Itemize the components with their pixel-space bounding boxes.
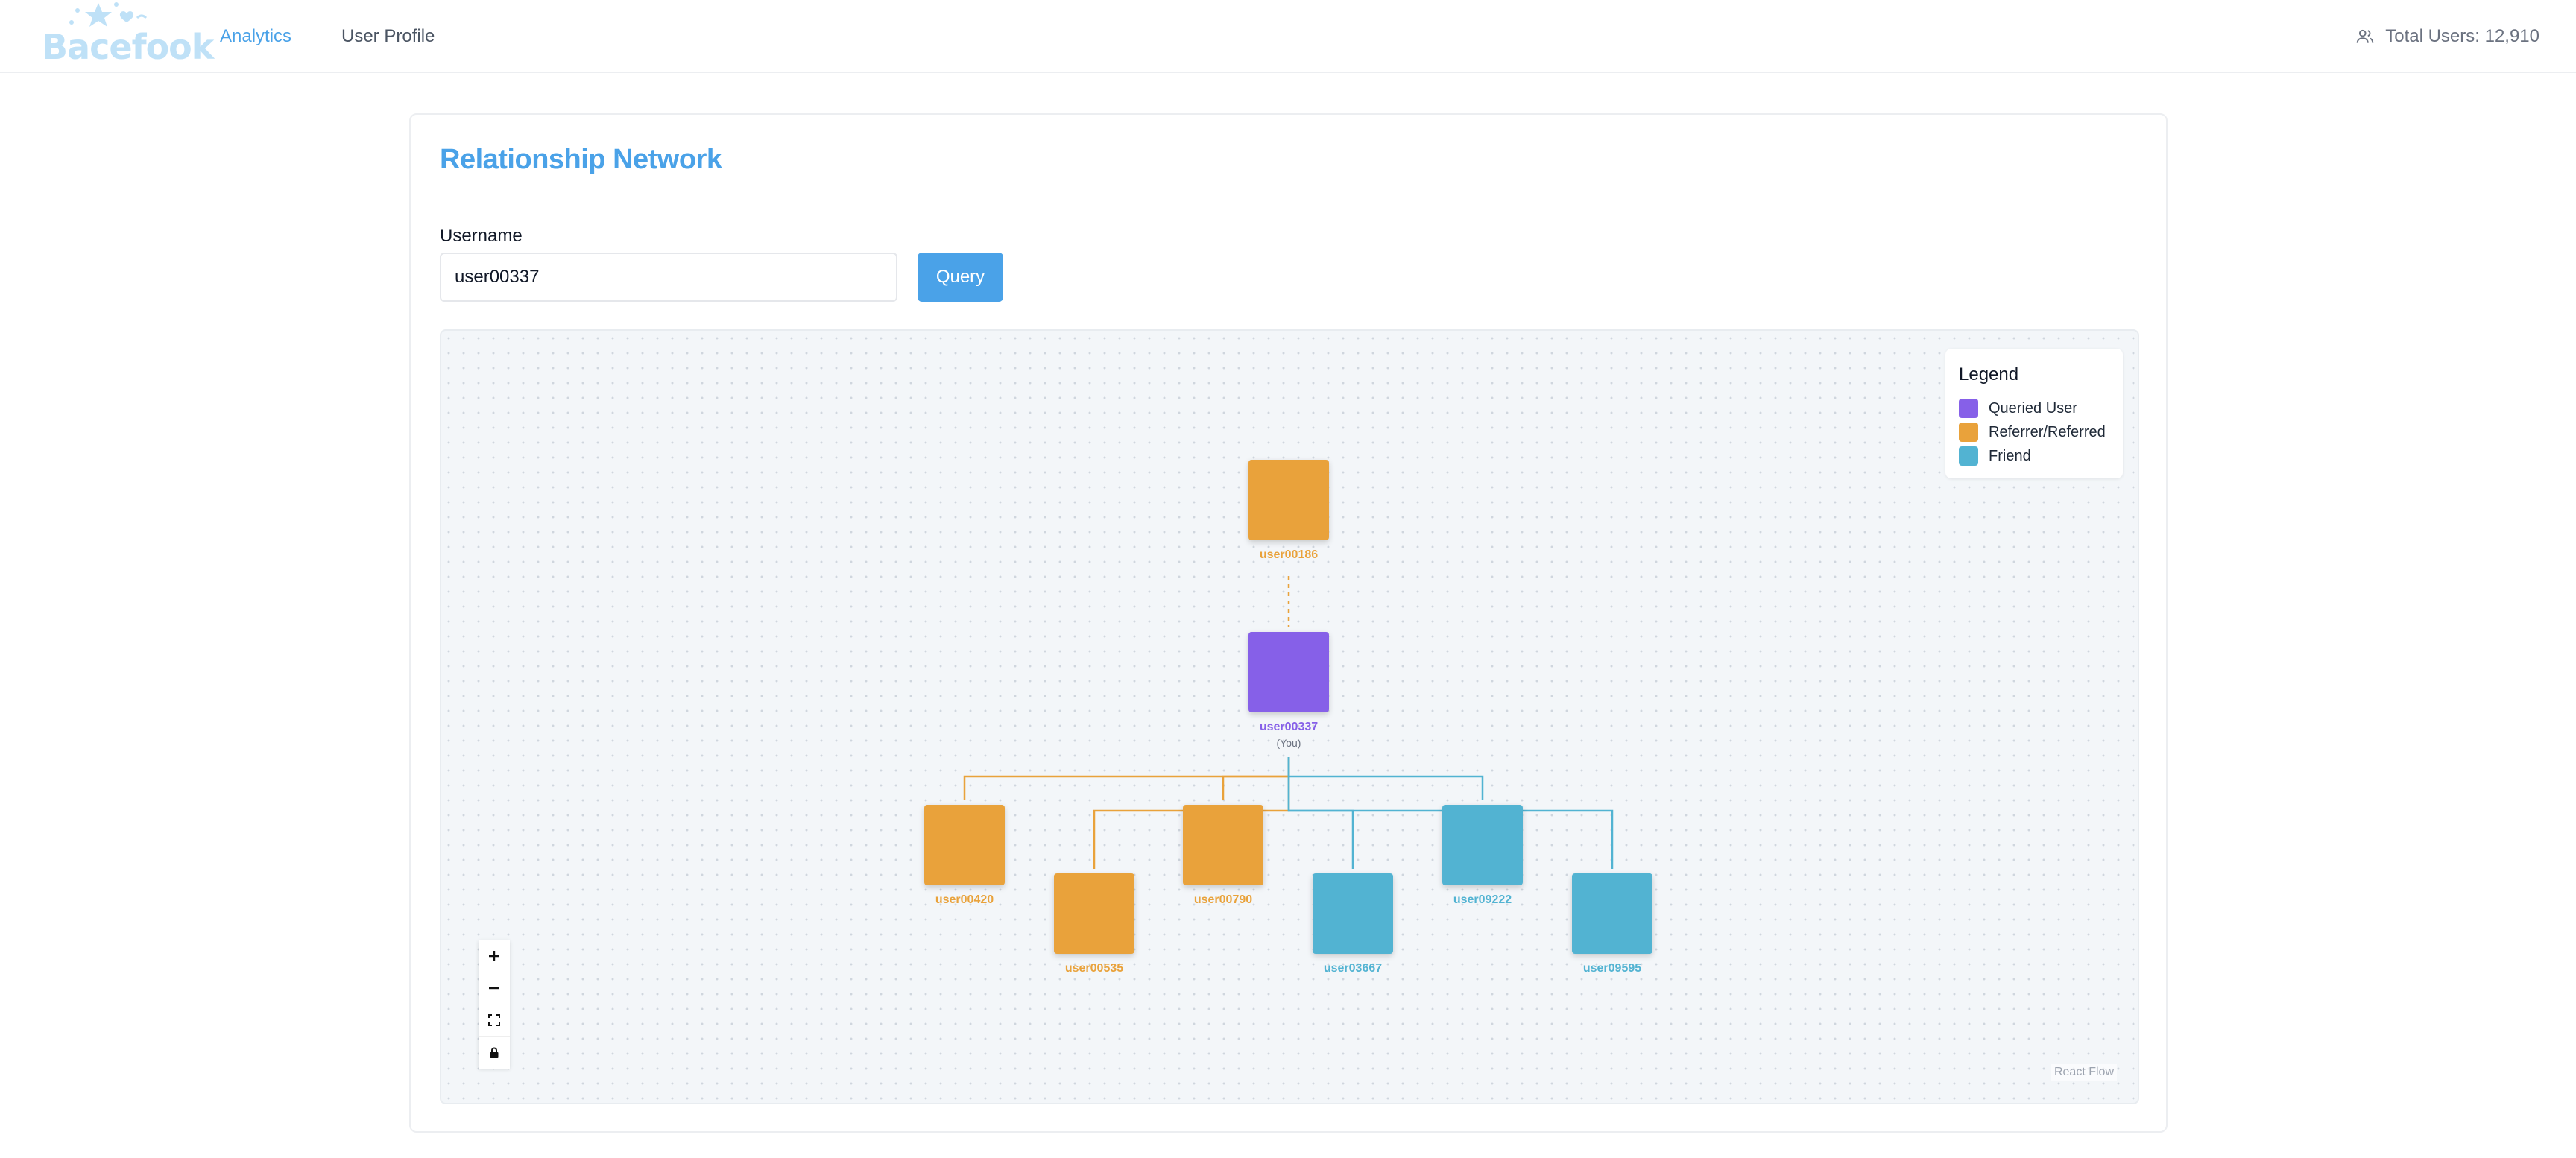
relationship-network-card: Relationship Network Username Query user…: [409, 113, 2168, 1133]
graph-node-label: user00337: [1259, 721, 1319, 733]
react-flow-attribution[interactable]: React Flow: [2051, 1064, 2117, 1081]
graph-node-user00337[interactable]: [1248, 632, 1329, 712]
edge-user00337-user09222: [1287, 757, 1484, 800]
graph-node-user00535[interactable]: [1054, 873, 1134, 954]
legend-swatch-referral: [1959, 423, 1978, 442]
graph-node-label: user09222: [1453, 893, 1512, 906]
fit-view-button[interactable]: [479, 1004, 510, 1037]
graph-node-user00420[interactable]: [924, 805, 1005, 885]
logo-text: Bacefook: [42, 27, 214, 67]
graph-node-label: user09595: [1582, 962, 1642, 975]
lock-icon: [490, 1047, 499, 1058]
edge-user00337-user00790: [1222, 757, 1290, 800]
legend-label: Referrer/Referred: [1989, 423, 2106, 440]
relationship-graph-canvas[interactable]: user00186 user00337 (You) user00420 user0053…: [440, 329, 2139, 1104]
graph-node-label: user00186: [1259, 548, 1319, 561]
graph-node-label: user00790: [1193, 893, 1253, 906]
graph-node-user00186[interactable]: [1248, 460, 1329, 540]
username-input[interactable]: [440, 253, 897, 302]
graph-node-user09222[interactable]: [1442, 805, 1523, 885]
legend-item-queried-user: Queried User: [1959, 396, 2109, 420]
total-users-indicator: Total Users: 12,910: [2355, 25, 2539, 48]
brand-logo[interactable]: Bacefook: [39, 1, 214, 70]
legend-title: Legend: [1959, 364, 2019, 385]
edge-user00337-user03667: [1287, 757, 1354, 869]
flow-controls: [479, 940, 510, 1069]
username-label: Username: [440, 226, 523, 246]
nav-link-user-profile[interactable]: User Profile: [341, 26, 435, 46]
legend-item-friend: Friend: [1959, 444, 2109, 468]
graph-node-user03667[interactable]: [1313, 873, 1393, 954]
graph-edges: [963, 576, 1614, 869]
legend-swatch-friend: [1959, 446, 1978, 466]
lock-button[interactable]: [479, 1037, 510, 1069]
fit-view-icon: [488, 1014, 500, 1026]
legend-label: Queried User: [1989, 399, 2077, 417]
edge-user00337-user00420: [963, 757, 1290, 800]
query-button[interactable]: Query: [918, 253, 1003, 302]
plus-icon: [489, 951, 499, 961]
users-icon: [2356, 29, 2374, 43]
page-title: Relationship Network: [440, 144, 722, 175]
graph-node-label: user00535: [1064, 962, 1124, 975]
graph-node-label: user00420: [935, 893, 994, 906]
minus-icon: [489, 987, 499, 990]
zoom-in-button[interactable]: [479, 940, 510, 972]
legend-item-referrer-referred: Referrer/Referred: [1959, 420, 2109, 444]
top-navigation: Bacefook Analytics User Profile Total Us…: [0, 0, 2576, 73]
graph-node-user09595[interactable]: [1572, 873, 1652, 954]
zoom-out-button[interactable]: [479, 972, 510, 1004]
stars-hearts-icon: [69, 2, 148, 27]
nav-link-analytics[interactable]: Analytics: [220, 26, 292, 46]
graph-node-sublabel: (You): [1276, 737, 1301, 749]
legend-label: Friend: [1989, 447, 2031, 464]
graph-legend: Legend Queried User Referrer/Referred Fr…: [1945, 349, 2123, 478]
graph-node-user00790[interactable]: [1183, 805, 1263, 885]
graph-node-label: user03667: [1323, 962, 1383, 975]
total-users-label: Total Users: 12,910: [2385, 26, 2539, 46]
legend-swatch-queried: [1959, 399, 1978, 418]
